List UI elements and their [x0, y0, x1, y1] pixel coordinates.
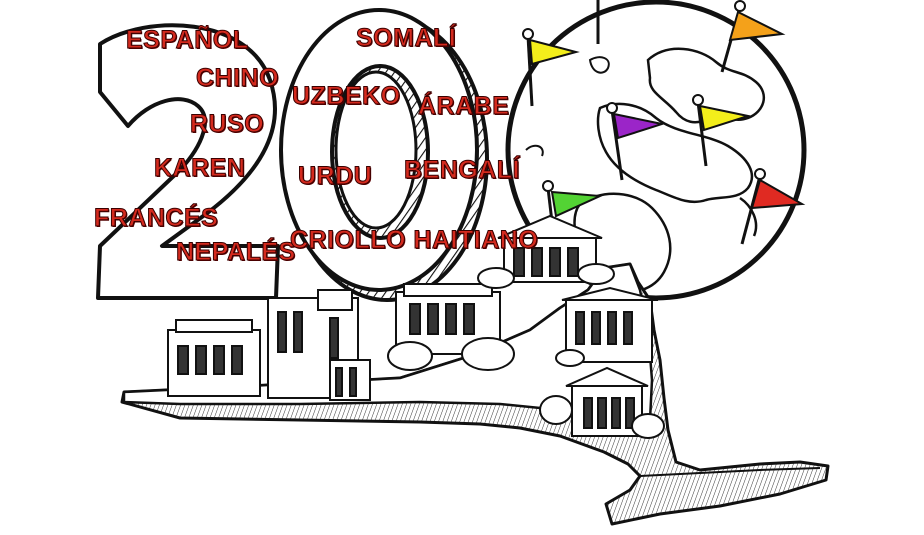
building-top — [477, 214, 615, 289]
language-uzbeko: UZBEKO — [292, 82, 401, 111]
language-nepales: NEPALÉS — [176, 238, 296, 267]
flag-orange — [720, 0, 786, 73]
language-karen: KAREN — [153, 154, 246, 183]
flag-yellow-2 — [692, 94, 752, 167]
building-tall — [267, 289, 371, 401]
globe — [505, 0, 807, 301]
building-right — [555, 286, 659, 367]
building-center — [387, 283, 515, 371]
language-espanol: ESPAÑOL — [126, 26, 249, 55]
numeral-zero — [279, 8, 489, 302]
numeral-two — [96, 23, 280, 300]
language-somali: SOMALÍ — [355, 24, 457, 53]
flag-yellow-1 — [522, 28, 580, 107]
language-arabe: ÁRABE — [417, 92, 510, 121]
language-bengali: BENGALÍ — [404, 156, 521, 185]
language-ruso: RUSO — [189, 110, 265, 139]
language-frances: FRANCÉS — [93, 204, 219, 233]
language-criollo-haitiano: CRIOLLO HAITIANO — [289, 226, 539, 255]
language-chino: CHINO — [195, 64, 280, 93]
buildings — [167, 214, 665, 439]
building-left — [167, 319, 261, 397]
building-bottom — [539, 366, 665, 439]
flag-purple — [606, 102, 666, 181]
language-urdu: URDU — [297, 162, 373, 191]
flag-red — [740, 168, 806, 245]
